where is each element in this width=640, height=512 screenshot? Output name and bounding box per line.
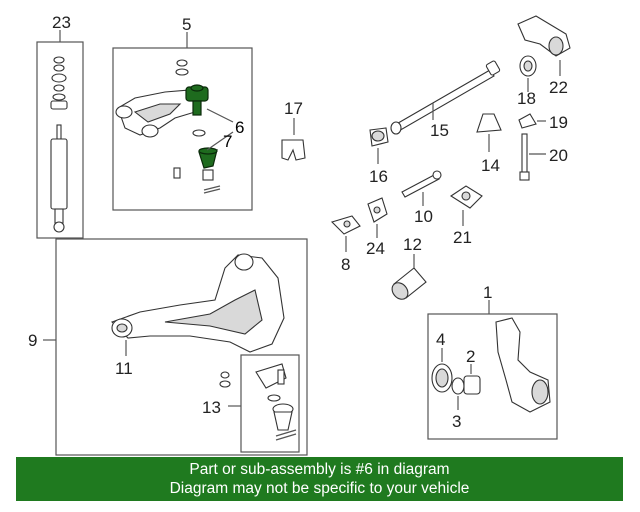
label-8: 8 (341, 255, 350, 274)
label-3: 3 (452, 412, 461, 431)
ball-joint-boot-highlight[interactable] (198, 147, 218, 169)
label-14: 14 (481, 156, 500, 175)
label-1: 1 (483, 283, 492, 302)
label-13: 13 (202, 398, 221, 417)
part-10-bolt[interactable] (401, 170, 442, 206)
label-20: 20 (549, 146, 568, 165)
banner-line-2: Diagram may not be specific to your vehi… (169, 480, 470, 497)
label-4: 4 (436, 330, 445, 349)
label-5: 5 (182, 15, 191, 34)
label-24: 24 (366, 239, 385, 258)
box-1-steering-knuckle (427, 300, 558, 440)
box-23-shock-absorber (36, 30, 84, 239)
label-2: 2 (466, 347, 475, 366)
part-18[interactable] (519, 55, 537, 92)
label-6[interactable]: 6 (235, 118, 244, 137)
info-banner: Part or sub-assembly is #6 in diagram Di… (16, 457, 623, 501)
part-8[interactable] (330, 215, 361, 252)
ball-joint-highlight[interactable] (185, 84, 209, 116)
box-9-lower-control-arm (43, 238, 308, 456)
label-23: 23 (52, 13, 71, 32)
label-22: 22 (549, 78, 568, 97)
label-12: 12 (403, 235, 422, 254)
part-16[interactable] (369, 127, 389, 164)
part-21[interactable] (449, 185, 483, 226)
part-12-bushing[interactable] (389, 254, 427, 302)
label-7: 7 (223, 132, 232, 151)
label-19: 19 (549, 113, 568, 132)
part-22-bracket[interactable] (517, 15, 571, 76)
part-19[interactable] (518, 113, 546, 129)
box-13-lower-ball-joint (219, 354, 300, 453)
box-5-upper-control-arm (112, 32, 253, 211)
part-15-bar[interactable] (390, 60, 501, 135)
part-17[interactable] (281, 118, 306, 161)
label-18: 18 (517, 89, 536, 108)
label-15: 15 (430, 121, 449, 140)
banner-line-1: Part or sub-assembly is #6 in diagram (189, 461, 450, 478)
label-17: 17 (284, 99, 303, 118)
label-16: 16 (369, 167, 388, 186)
part-14[interactable] (476, 113, 502, 152)
part-24[interactable] (367, 197, 388, 238)
label-11: 11 (115, 359, 133, 378)
callout-labels: 23 5 6 7 17 15 16 14 18 22 19 20 10 21 1… (28, 13, 568, 431)
label-9: 9 (28, 331, 37, 350)
label-10: 10 (414, 207, 433, 226)
part-20-bolt[interactable] (519, 133, 546, 181)
label-21: 21 (453, 228, 472, 247)
